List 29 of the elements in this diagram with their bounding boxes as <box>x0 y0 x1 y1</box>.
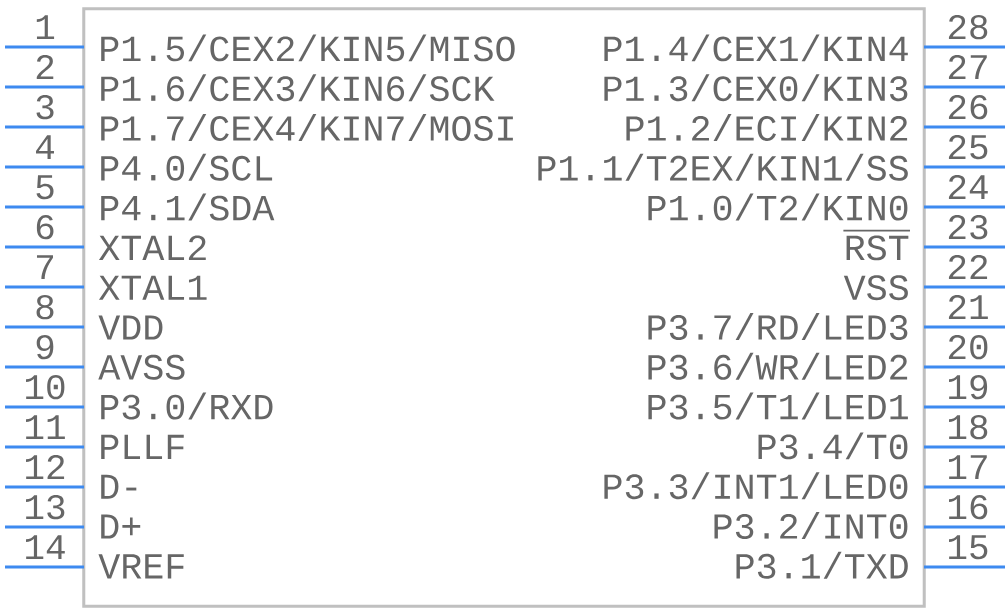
pin-name: P3.6/WR/LED2 <box>648 352 908 380</box>
pin-name: P3.2/INT0 <box>714 512 908 539</box>
pin-name: P1.2/ECI/KIN2 <box>626 114 908 141</box>
pin-name: P1.7/CEX4/KIN7/MOSI <box>101 114 513 141</box>
pin-name: XTAL2 <box>98 235 206 260</box>
pin-name: P1.6/CEX3/KIN6/SCK <box>101 74 495 102</box>
pin-name: VDD <box>98 315 163 340</box>
pin-name: VREF <box>98 554 184 579</box>
pin-name: P1.0/T2/KIN0 <box>648 193 908 221</box>
pin-name: P1.1/T2EX/KIN1/SS <box>538 153 908 181</box>
chip-body <box>82 7 926 608</box>
pin-name: RST <box>842 229 911 261</box>
pin-name: P3.1/TXD <box>736 551 908 579</box>
pin-name: P3.3/INT1/LED0 <box>604 472 908 500</box>
pin-name: P3.5/T1/LED1 <box>648 392 908 420</box>
pin-name: P3.4/T0 <box>758 432 908 460</box>
pin-name: PLLF <box>101 434 184 459</box>
pin-name: D+ <box>101 514 141 539</box>
pin-name: P3.0/RXD <box>101 392 273 420</box>
pin-name: D- <box>101 474 137 499</box>
pin-name: P3.7/RD/LED3 <box>648 313 908 340</box>
pin-name: P1.5/CEX2/KIN5/MISO <box>101 34 515 62</box>
pin-name: P1.4/CEX1/KIN4 <box>604 34 908 62</box>
pin-name: P4.0/SCL <box>101 153 273 181</box>
pin-name: P1.3/CEX0/KIN3 <box>604 74 908 102</box>
pin-name: AVSS <box>98 354 185 380</box>
pin-name: P4.1/SDA <box>101 193 275 221</box>
pin-name: VSS <box>843 275 908 301</box>
pin-name: XTAL1 <box>98 275 207 300</box>
